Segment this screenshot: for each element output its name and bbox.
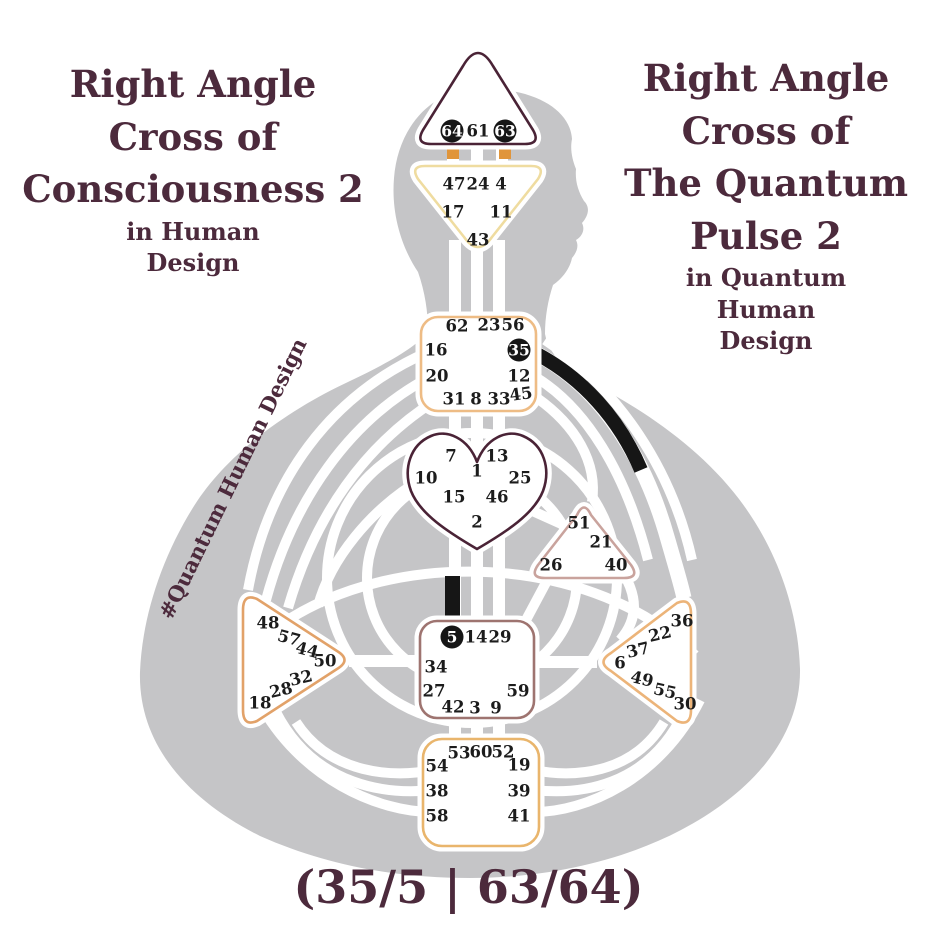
gate-14: 14 bbox=[465, 628, 488, 647]
gate-25: 25 bbox=[509, 469, 532, 488]
gate-26: 26 bbox=[540, 556, 563, 575]
gate-9: 9 bbox=[490, 699, 501, 718]
gate-49: 49 bbox=[629, 667, 656, 691]
gate-28: 28 bbox=[268, 678, 295, 702]
gate-43: 43 bbox=[467, 231, 490, 250]
left-title-block: Right Angle Cross of Consciousness 2 in … bbox=[8, 58, 378, 279]
gate-41: 41 bbox=[508, 807, 531, 826]
gate-11: 11 bbox=[490, 203, 513, 222]
gate-15: 15 bbox=[443, 488, 466, 507]
gate-3: 3 bbox=[469, 699, 480, 718]
right-title-line: The Quantum bbox=[623, 161, 908, 206]
gate-20: 20 bbox=[426, 367, 449, 386]
gate-40: 40 bbox=[605, 556, 628, 575]
gate-16: 16 bbox=[425, 341, 448, 360]
right-title-line: Pulse 2 bbox=[690, 213, 842, 258]
left-subtitle-line: in Human bbox=[126, 216, 260, 246]
gate-38: 38 bbox=[426, 782, 449, 801]
gate-45: 45 bbox=[508, 383, 533, 405]
gate-55: 55 bbox=[652, 679, 679, 703]
gate-36: 36 bbox=[671, 612, 694, 631]
gate-27: 27 bbox=[423, 682, 446, 701]
gate-35: 35 bbox=[508, 341, 530, 360]
gate-50: 50 bbox=[314, 652, 337, 671]
gate-51: 51 bbox=[568, 514, 591, 533]
gate-21: 21 bbox=[590, 533, 613, 552]
gate-24: 24 bbox=[467, 175, 490, 194]
gate-47: 47 bbox=[443, 175, 466, 194]
cross-notation: (35/5 | 63/64) bbox=[293, 860, 644, 914]
gate-7: 7 bbox=[445, 447, 456, 466]
gate-61: 61 bbox=[467, 122, 490, 141]
activated-channels bbox=[445, 347, 648, 628]
gate-52: 52 bbox=[492, 743, 515, 762]
gate-59: 59 bbox=[507, 682, 530, 701]
left-title-line: Cross of bbox=[108, 114, 278, 159]
gate-6: 6 bbox=[614, 654, 625, 673]
gate-19: 19 bbox=[508, 756, 531, 775]
gate-39: 39 bbox=[508, 782, 531, 801]
gate-54: 54 bbox=[426, 757, 449, 776]
gate-63: 63 bbox=[494, 122, 516, 141]
gate-46: 46 bbox=[486, 488, 509, 507]
left-title-line: Right Angle bbox=[69, 62, 317, 106]
gate-17: 17 bbox=[442, 203, 465, 222]
gate-12: 12 bbox=[508, 367, 531, 386]
channel-35-black-arc bbox=[533, 347, 648, 473]
gate-2: 2 bbox=[471, 513, 482, 532]
gate-35-highlight bbox=[507, 338, 531, 362]
gate-31: 31 bbox=[443, 390, 466, 409]
gate-33: 33 bbox=[488, 390, 511, 409]
gate-56: 56 bbox=[502, 316, 525, 335]
gate-34: 34 bbox=[425, 658, 448, 677]
gate-42: 42 bbox=[442, 698, 465, 717]
gate-4: 4 bbox=[495, 175, 506, 194]
gate-5-highlight bbox=[440, 625, 464, 649]
right-subtitle-line: in Quantum bbox=[685, 263, 847, 293]
right-subtitle-line: Design bbox=[719, 326, 813, 356]
gate-29: 29 bbox=[489, 628, 512, 647]
gate-37: 37 bbox=[625, 638, 652, 662]
gate-58: 58 bbox=[426, 807, 449, 826]
gate-63-highlight bbox=[493, 119, 517, 143]
left-subtitle-line: Design bbox=[146, 248, 240, 278]
right-title-block: Right Angle Cross of The Quantum Pulse 2… bbox=[598, 52, 934, 357]
gate-48: 48 bbox=[257, 614, 280, 633]
gate-10: 10 bbox=[415, 469, 438, 488]
gate-13: 13 bbox=[486, 447, 509, 466]
gate-30: 30 bbox=[674, 695, 697, 714]
right-subtitle-line: Human bbox=[716, 294, 816, 324]
gate-8: 8 bbox=[470, 390, 481, 409]
gate-64: 64 bbox=[441, 122, 463, 141]
channel-5-black-bar bbox=[445, 576, 460, 628]
gate-1: 1 bbox=[471, 462, 482, 481]
left-title-line: Consciousness 2 bbox=[22, 167, 364, 212]
gate-23: 23 bbox=[478, 316, 501, 335]
gate-22: 22 bbox=[647, 622, 674, 646]
gate-32: 32 bbox=[288, 666, 315, 690]
right-title-line: Right Angle bbox=[642, 56, 890, 100]
channel-arcs bbox=[243, 335, 705, 817]
right-title-line: Cross of bbox=[681, 108, 851, 153]
gate-60: 60 bbox=[470, 743, 493, 762]
gate-64-highlight bbox=[440, 119, 464, 143]
gate-18: 18 bbox=[249, 694, 272, 713]
gate-5: 5 bbox=[447, 628, 458, 647]
gate-53: 53 bbox=[448, 744, 471, 763]
gate-62: 62 bbox=[446, 317, 469, 336]
